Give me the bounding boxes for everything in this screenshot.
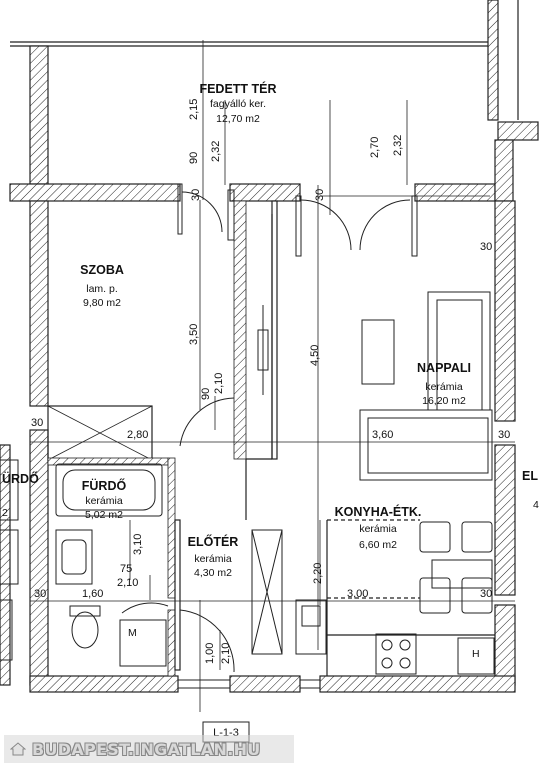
partial-left-area: 2 <box>2 507 8 519</box>
watermark-text: BUDAPEST.INGATLAN.HU <box>32 739 261 759</box>
washing-machine <box>119 619 167 667</box>
watermark: BUDAPEST.INGATLAN.HU <box>4 735 294 763</box>
tv-unit <box>361 319 395 385</box>
toilet <box>69 605 101 617</box>
fixtures <box>0 291 495 675</box>
bathroom-sink <box>55 529 93 585</box>
dim-text: 2,20 <box>312 563 324 584</box>
doors <box>121 183 418 689</box>
dim-text: 2,32 <box>392 135 404 156</box>
dim-text: 30 <box>314 189 326 201</box>
room-name-nappali: NAPPALI <box>417 361 471 375</box>
room-finish-nappali: kerámia <box>425 381 463 393</box>
dim-text: 2,15 <box>188 99 200 120</box>
room-area-nappali: 16,20 m2 <box>422 395 466 407</box>
room-name-szoba: SZOBA <box>80 263 124 277</box>
dimension-lines <box>30 40 515 712</box>
dim-text: 30 <box>480 588 492 600</box>
dim-text: 2,10 <box>213 373 225 394</box>
room-finish-konyha: kerámia <box>359 523 397 535</box>
room-finish-eloter: kerámia <box>194 553 232 565</box>
dim-text: 90 <box>188 152 200 164</box>
room-finish-szoba: lam. p. <box>86 283 118 295</box>
dim-text: 30 <box>498 429 510 441</box>
partial-right-area: 4 <box>533 499 539 511</box>
dim-text: 30 <box>34 588 46 600</box>
room-area-eloter: 4,30 m2 <box>194 567 232 579</box>
washer-label: M <box>128 627 137 639</box>
dim-text: 75 <box>120 563 132 575</box>
bathtub <box>55 463 163 517</box>
room-name-furdo: FÜRDŐ <box>82 478 127 493</box>
walls <box>0 0 539 693</box>
dim-text: 3,50 <box>188 324 200 345</box>
heater-label: H <box>472 648 480 660</box>
dim-text: 3,00 <box>347 588 368 600</box>
partial-left-name: ÜRDŐ <box>2 471 39 486</box>
dim-text: 2,10 <box>220 643 232 664</box>
stove <box>375 633 417 675</box>
room-name-eloter: ELŐTÉR <box>188 534 239 549</box>
dim-text: 2,32 <box>210 141 222 162</box>
dim-text: 30 <box>190 189 202 201</box>
room-name-fedett-ter: FEDETT TÉR <box>199 81 276 96</box>
room-finish-furdo: kerámia <box>85 495 123 507</box>
dim-text: 1,60 <box>82 588 103 600</box>
room-finish-fedett-ter: fagyálló ker. <box>210 98 266 110</box>
dim-text: 2,10 <box>117 577 138 589</box>
sofa <box>359 409 493 481</box>
dim-text: 1,00 <box>204 643 216 664</box>
house-logo-icon <box>10 742 26 756</box>
dim-text: 2,70 <box>369 137 381 158</box>
room-area-fedett-ter: 12,70 m2 <box>216 113 260 125</box>
dim-text: 3,60 <box>372 429 393 441</box>
wardrobe <box>251 529 283 655</box>
dim-text: 4,50 <box>309 345 321 366</box>
room-name-konyha: KONYHA-ÉTK. <box>335 504 422 519</box>
dim-text: 3,10 <box>132 534 144 555</box>
room-area-furdo: 5,02 m2 <box>85 509 123 521</box>
room-area-konyha: 6,60 m2 <box>359 539 397 551</box>
dim-text: 30 <box>31 417 43 429</box>
partial-right-name: EL <box>522 469 538 483</box>
dim-text: 30 <box>480 241 492 253</box>
dim-text: 90 <box>200 388 212 400</box>
dim-text: 2,80 <box>127 429 148 441</box>
kitchen-sink <box>295 599 327 655</box>
room-area-szoba: 9,80 m2 <box>83 297 121 309</box>
